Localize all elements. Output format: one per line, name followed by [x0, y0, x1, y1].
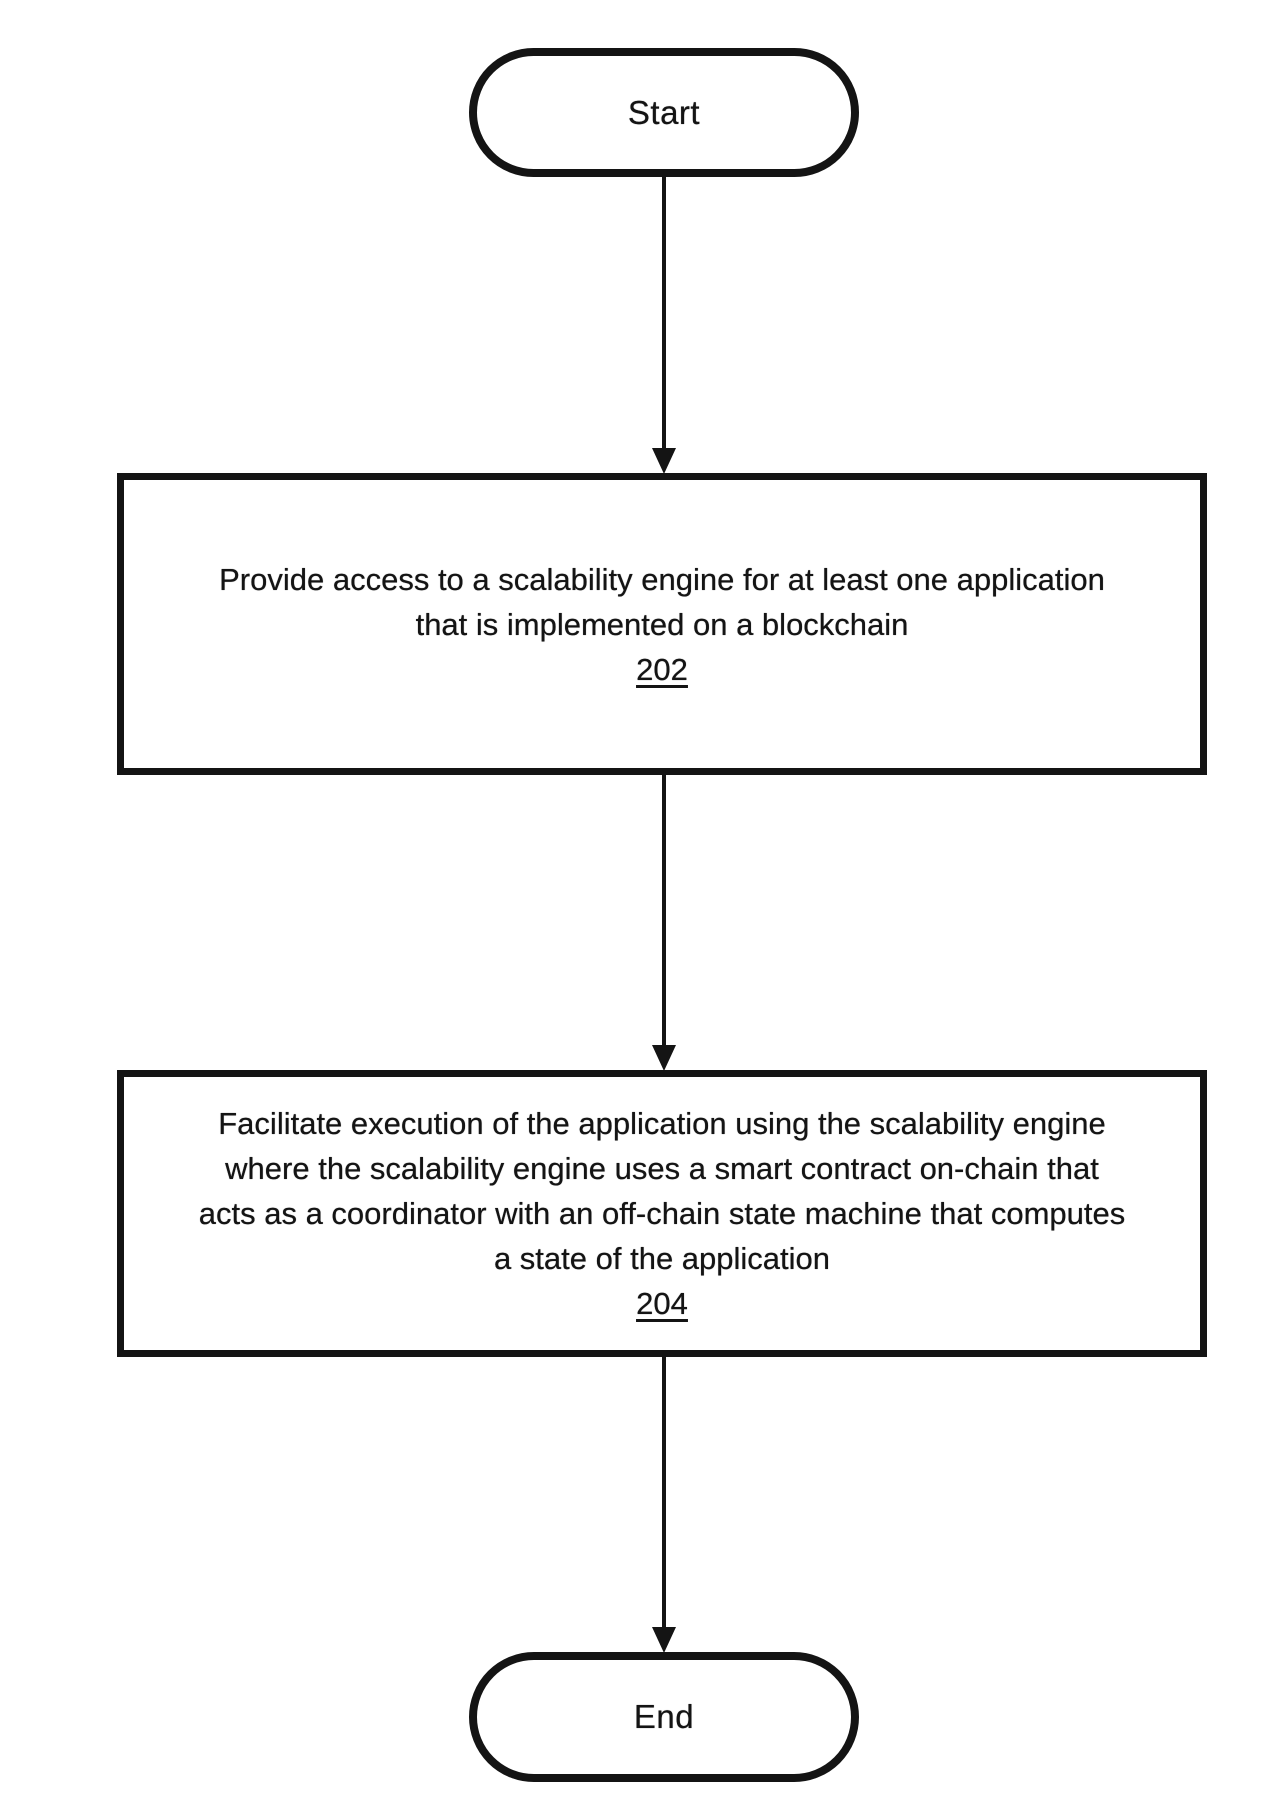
process-text-line: Provide access to a scalability engine f… — [219, 561, 1105, 597]
connector-start-to-step1 — [650, 176, 678, 474]
arrow-head-icon — [652, 1045, 676, 1071]
process-text-line: where the scalability engine uses a smar… — [225, 1151, 1099, 1186]
reference-number: 202 — [636, 651, 688, 687]
end-label: End — [633, 1698, 695, 1735]
start-label: Start — [627, 93, 701, 131]
process-box-202: Provide access to a scalability engine f… — [117, 473, 1207, 775]
process-text-line: Facilitate execution of the application … — [218, 1106, 1106, 1141]
start-node: Start — [469, 48, 859, 177]
arrow-shaft — [662, 176, 666, 450]
connector-step1-to-step2 — [650, 774, 678, 1071]
process-box-204: Facilitate execution of the application … — [117, 1070, 1207, 1357]
end-node: End — [469, 1652, 859, 1782]
arrow-head-icon — [652, 448, 676, 474]
arrow-shaft — [662, 1356, 666, 1629]
arrow-head-icon — [652, 1627, 676, 1653]
reference-number: 204 — [636, 1286, 688, 1321]
process-text-line: acts as a coordinator with an off-chain … — [198, 1196, 1126, 1231]
process-text-line: a state of the application — [493, 1241, 831, 1276]
process-text-line: that is implemented on a blockchain — [415, 606, 909, 642]
connector-step2-to-end — [650, 1356, 678, 1653]
arrow-shaft — [662, 774, 666, 1047]
